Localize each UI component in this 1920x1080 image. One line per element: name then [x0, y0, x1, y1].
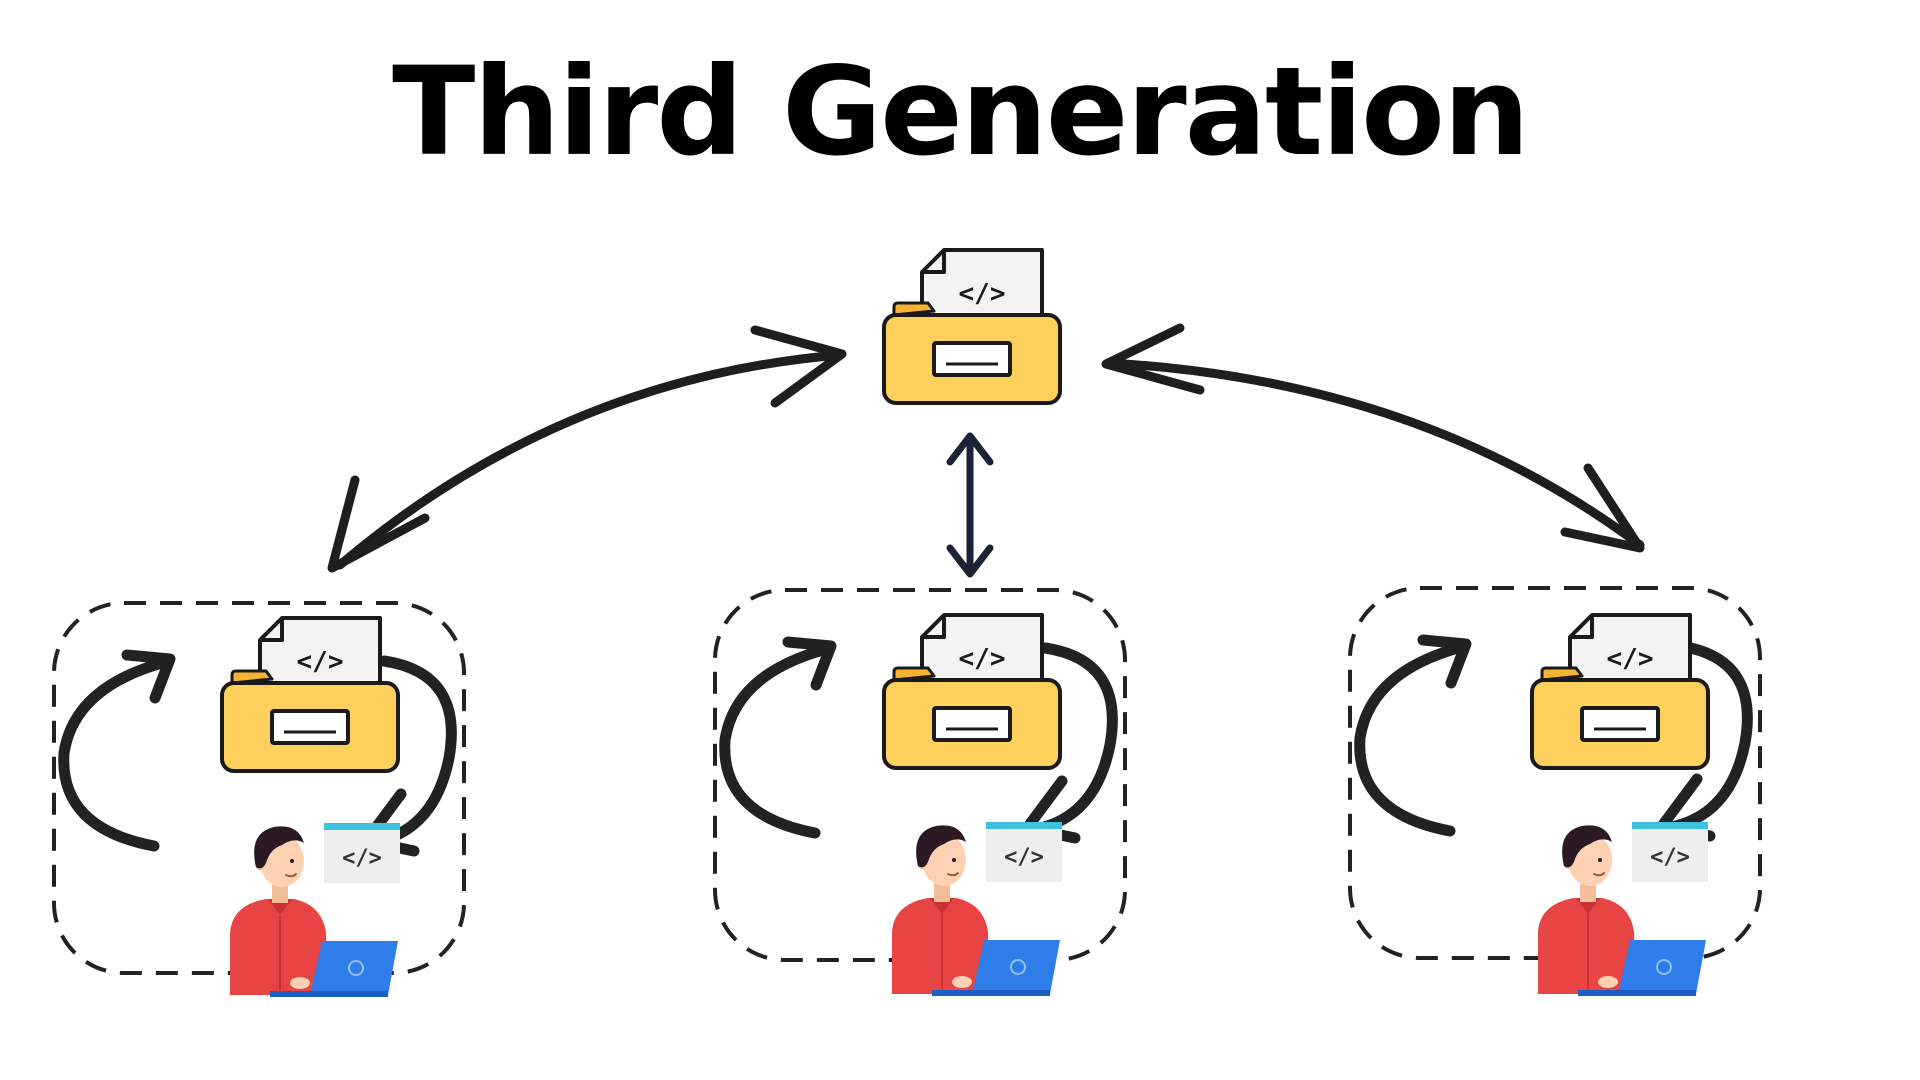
code-archive-folder-icon: [1530, 613, 1710, 770]
repository-boundary: [1348, 586, 1762, 960]
code-archive-folder-icon: [882, 613, 1062, 770]
code-archive-folder-icon: [882, 248, 1062, 405]
sync-arrow-left: [327, 325, 847, 573]
developer-with-laptop-icon: [229, 822, 401, 998]
code-archive-folder-icon: [220, 616, 400, 773]
central-repository: [882, 248, 1062, 405]
developer-with-laptop-icon: [1537, 821, 1709, 997]
local-repository-1: [52, 601, 466, 998]
local-repository-3: [1348, 586, 1762, 997]
sync-arrow-center: [946, 432, 994, 578]
developer-with-laptop-icon: [891, 821, 1063, 997]
local-repository-2: [713, 588, 1127, 997]
sync-arrow-right: [1101, 323, 1645, 553]
page-title: Third Generation: [392, 41, 1530, 183]
